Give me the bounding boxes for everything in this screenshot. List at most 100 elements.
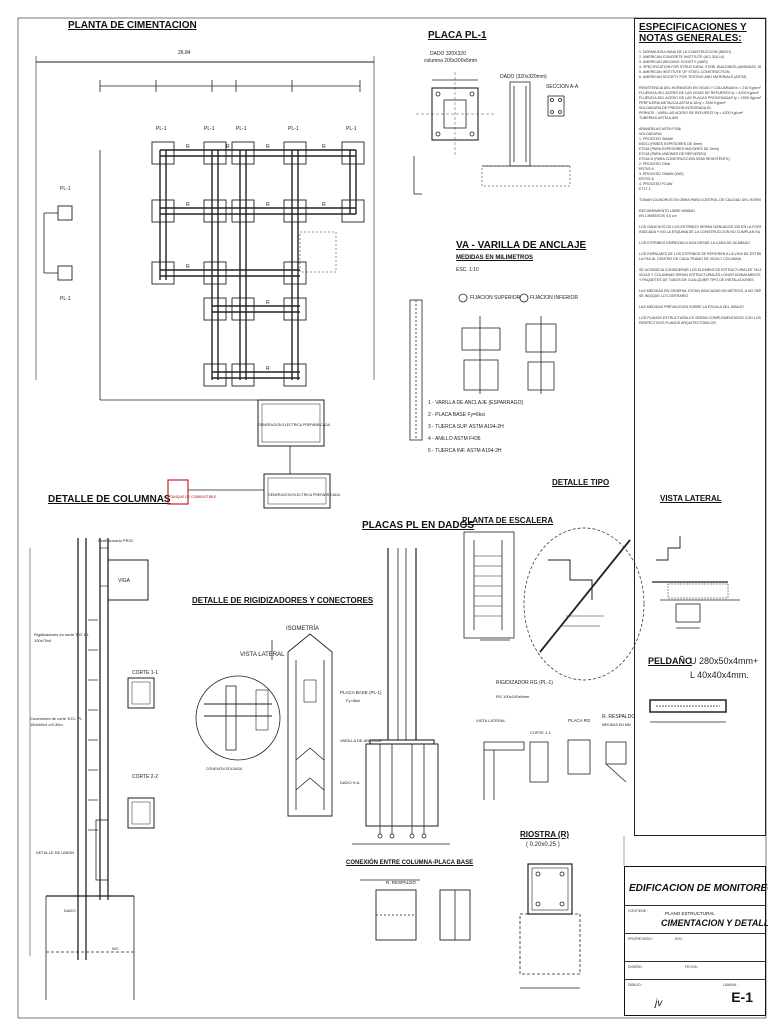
- project-name: EDIFICACION DE MONITOREO: [629, 883, 768, 894]
- step-title: PELDAÑO: [648, 656, 693, 666]
- level-label: N/C: [112, 946, 119, 951]
- measures-mm-title: MEDIDAS EN MILIMETROS: [456, 255, 534, 261]
- union-detail-label: DETALLE DE UNION: [36, 850, 75, 855]
- welded-connection-label: CONEXION SOLDADA: [206, 767, 243, 771]
- tb-sheet-label: LAMINA :: [723, 983, 738, 987]
- note-line: LA FAS AL CENTRO DE CADA TRAMO DE VIGA O…: [639, 257, 742, 261]
- fuel-tank-label: TANQUE DE COMBUSTIBLE: [170, 495, 217, 499]
- note-line: E6011 (PASES ESPESORES DE 3mm): [639, 142, 703, 146]
- notes-title: ESPECIFICACIONES Y NOTAS GENERALES:: [639, 22, 747, 44]
- note-line: LAS MEDIDAS PREVALECEN SOBRE LA ESCALA D…: [639, 305, 744, 309]
- backing-measures: MEDIDAS EN MM: [602, 723, 631, 727]
- pl1-label-c: PL-1: [236, 126, 247, 132]
- dado-ha-label: DADO H.A.: [340, 780, 361, 785]
- plates-in-dice-title: PLACAS PL EN DADOS: [362, 520, 475, 531]
- note-line: E7018-H (PARA CONSTRUCCION SEMI RESISTEN…: [639, 157, 730, 161]
- anchor-item-5: 5 - TUERCA INF. ASTM A194-2H: [428, 448, 502, 454]
- stiffeners-label: Rigidizadores en sucle 'RG' PL 100x70x4: [34, 632, 89, 643]
- note-line: FLUENCIA DEL ACERO DE LAS PLACAS PROCESA…: [639, 96, 761, 100]
- note-line: ARANDELAS ASTM F436: [639, 127, 681, 131]
- svg-text:R: R: [226, 144, 230, 150]
- tb-owner-label: PROPIETARIO :: [628, 937, 654, 941]
- note-line: 5. AMERICAN INSTITUTE OF STEEL CONSTRUCT…: [639, 70, 730, 74]
- note-line: RESPECTIVOS PLANOS ARQUITECTONICOS: [639, 321, 716, 325]
- pl1-label-d: PL-1: [288, 126, 299, 132]
- note-line: ER70S-6: [639, 167, 654, 171]
- stiffener-rg-size: RG 100x100x6mm: [496, 694, 530, 699]
- conn-backing-label: R. RESPALDO: [386, 880, 416, 885]
- column-detail-title: DETALLE DE COLUMNAS: [48, 494, 171, 505]
- svg-text:R: R: [186, 144, 190, 150]
- tb-scale-label: ESC :: [675, 937, 685, 941]
- connectors-label: Conectores de corte 'KCL' PL 160x60x4 c/…: [30, 716, 83, 727]
- note-line: E71T-1: [639, 187, 651, 191]
- note-line: LOS GANCHOS DE LOS ESTRIBOS SERAN DOBLAD…: [639, 225, 761, 229]
- pl1-label-e: PL-1: [346, 126, 357, 132]
- generator-room-label-1: GENERACION ELECTRICA PREFABRICADA: [258, 423, 330, 427]
- note-line: ER70S-6: [639, 177, 654, 181]
- svg-text:R: R: [186, 202, 190, 208]
- note-line: RECUBRIMIENTO LIBRE MINIMO: [639, 209, 695, 213]
- plan-overall-dimension: 26.84: [178, 50, 191, 56]
- pl1-label-a: PL-1: [156, 126, 167, 132]
- note-line: 3. AMERICAN WELDING SOCIETY (AWS): [639, 60, 708, 64]
- note-line: 1. NORMA BOLIVIANA DE LA CONSTRUCCION (N…: [639, 50, 732, 54]
- sheet-title: CIMENTACION Y DETALLE: [661, 918, 768, 928]
- note-line: INDICADA Y NO LA ESQUINA DE LA CONSTRUCC…: [639, 230, 761, 234]
- svg-text:R: R: [322, 144, 326, 150]
- note-line: SOLDADURA DE PRESION INTEGRADA EL: [639, 106, 712, 110]
- note-line: LAS MEDIDAS EN GENERAL ESTAN INDICADAS E…: [639, 289, 761, 293]
- tb-designer-label: DISEÑO :: [628, 965, 644, 969]
- notes-lines: 1. NORMA BOLIVIANA DE LA CONSTRUCCION (N…: [639, 50, 761, 326]
- note-line: TUBERIAS ASTM A-500: [639, 116, 679, 120]
- plate-dado-size: DADO (320x320mm): [500, 74, 547, 80]
- anchor-rod-label: VARILLA DE ANCLAJE: [340, 738, 382, 743]
- note-line: 4. PROCESO FCAW: [639, 182, 673, 186]
- lateral-view-title: VISTA LATERAL: [660, 494, 722, 503]
- pl1-label-b: PL-1: [204, 126, 215, 132]
- backing-label: R. RESPALDO: [602, 714, 636, 720]
- anchor-rod-title: VA - VARILLA DE ANCLAJE: [456, 240, 587, 251]
- anchor-item-4: 4 - ANILLO ASTM F436: [428, 436, 481, 442]
- note-line: 6. AMERICAN SOCIETY FOR TESTING AND MATE…: [639, 75, 747, 79]
- rg-lateral-view-label: VISTA LATERAL: [476, 718, 506, 723]
- plate-column-label: columna 200x200x6mm: [424, 58, 478, 64]
- plate-pl1-title: PLACA PL-1: [428, 30, 487, 41]
- stair-plan-title: PLANTA DE ESCALERA: [462, 516, 554, 525]
- pl1-label-isolated-1: PL-1: [60, 186, 71, 192]
- section-aa-label: SECCION A-A: [546, 84, 579, 90]
- anchor-scale: ESC. 1:10: [456, 267, 479, 273]
- base-plate-label: PLACA BASE (PL-1): [340, 690, 382, 695]
- svg-text:R: R: [266, 144, 270, 150]
- note-line: PERNOS - VARILLAS ACERO DE REFUERZO fy =…: [639, 111, 743, 115]
- note-line: SE ACONSEJA CONSIDERAR LOS ELEMENTOS EST…: [639, 268, 761, 272]
- note-line: VIGAS Y COLUMNAS SERAN ESTRUCTURALES LON…: [639, 273, 761, 277]
- base-plate-fy: Fy=6ksi: [346, 698, 360, 703]
- foundation-plan-title: PLANTA DE CIMENTACION: [68, 20, 197, 31]
- anchor-item-3: 3 - TUERCA SUP. ASTM A194-2H: [428, 424, 504, 430]
- cut-2-2-label: CORTE 2-2: [132, 774, 159, 780]
- cut-1-1-label: CORTE 1-1: [132, 670, 159, 676]
- plate-dado-label: DADO 320X320: [430, 51, 466, 57]
- note-line: 2. AMERICAN CONCRETE INSTITUTE (ACI 318-…: [639, 55, 725, 59]
- step-profile-1: U 280x50x4mm+: [690, 656, 759, 666]
- note-line: SE INDIQUE LO CONTRARIO: [639, 294, 689, 298]
- joist-label: Perfil armado PR20: [98, 538, 133, 543]
- drawn-by-initials: jv: [655, 998, 663, 1009]
- note-line: E7018 (PARA UNIONES DE REFUERZO): [639, 152, 707, 156]
- typical-detail-title: DETALLE TIPO: [552, 478, 610, 487]
- tb-content-label: CONTIENE :: [628, 909, 649, 913]
- sheet-subtitle: PLANO ESTRUCTURAL: [665, 911, 715, 916]
- anchor-item-2: 2 - PLACA BASE Fy=6ksi: [428, 412, 485, 418]
- note-line: 2. PROCESO GMA: [639, 162, 671, 166]
- stiffener-rg-label: RIGIDIZADOR RG (PL-1): [496, 680, 553, 686]
- note-line: TOMAR CILINDROS EN OBRA PARA CONTROL DE …: [639, 198, 761, 202]
- note-line: EN CIMIENTOS 4.0 cm: [639, 214, 677, 218]
- svg-text:R: R: [266, 300, 270, 306]
- note-line: RESISTENCIA DEL HORMIGON EN VIGAS Y COLU…: [639, 86, 761, 90]
- bottom-fixing-label: FIJACION INFERIOR: [530, 295, 579, 301]
- isometry-title: ISOMETRÍA: [286, 626, 320, 632]
- beam-label: VIGA: [118, 578, 130, 584]
